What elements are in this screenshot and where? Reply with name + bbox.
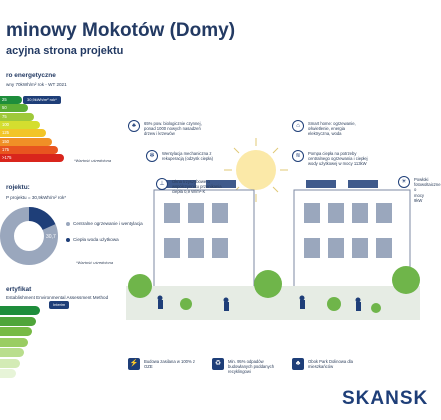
energy-subheading: wny 70kWh/m² rok - WT 2021: [6, 82, 67, 87]
bottom-feature-text: Min. 95% odpadów budowlanych poddanych r…: [228, 359, 275, 375]
recycle-icon: ♻: [212, 358, 224, 370]
energy-class-bar: 150: [0, 137, 52, 146]
thermometer-icon: ⊥: [156, 178, 168, 190]
page-title: minowy Mokotów (Domy): [6, 20, 236, 41]
feature-text: Powłoki fotowoltaiczne o mocy 9kW: [414, 177, 441, 203]
donut-ring-water: [28, 207, 56, 231]
solar-icon: ☀: [398, 176, 410, 188]
cert-rating-bar: [0, 337, 28, 347]
tree-icon: ♣: [128, 120, 140, 132]
energy-heading: ro energetyczne: [6, 72, 56, 79]
energy-class-label: 175: [2, 146, 9, 152]
energy-class-label: >175: [2, 155, 12, 161]
energy-class-label: 150: [2, 138, 9, 144]
cert-rating-bar: [0, 306, 40, 315]
energy-class-bar: 75: [0, 112, 34, 121]
legend-water: Ciepła woda użytkowa: [73, 237, 119, 242]
energy-class-label: 50: [2, 105, 7, 111]
feature-text: Okna trzyszybowe o współczynniku przenik…: [172, 179, 222, 195]
park-icon: ♣: [292, 358, 304, 370]
energy-class-bar: 100: [0, 120, 40, 129]
cert-rating-bar: [0, 327, 32, 336]
energy-class-bar: 50: [0, 104, 28, 113]
energy-class-label: 25: [2, 97, 7, 102]
fan-icon: ✻: [146, 150, 158, 162]
project-subheading: P projektu = 30,9kWh/m² rok*: [6, 195, 67, 200]
project-note: *Wartość uśredniona: [76, 260, 114, 265]
legend-swatch-water: [66, 238, 70, 242]
smart-home-icon: ⌂: [292, 120, 304, 132]
bottom-feature-text: Obok Park Dolinowa dla mieszkańców: [308, 359, 353, 370]
legend-swatch-heating: [66, 222, 70, 226]
bottom-feature-text: Budowa zasilana w 100% z OZE: [144, 359, 195, 370]
energy-class-bar: 125: [0, 129, 46, 138]
energy-class-bar: >175: [0, 154, 64, 163]
page-subtitle: acyjna strona projektu: [6, 45, 124, 57]
skanska-logo: SKANSK: [342, 388, 429, 409]
cert-rating-bar: [0, 369, 16, 378]
legend-heating: Centralne ogrzewanie i wentylacja: [73, 221, 143, 226]
feature-text: Smart home: ogrzewanie, oświetlenie, ene…: [308, 121, 356, 137]
energy-donut-chart: 30,7: [0, 207, 58, 265]
plug-icon: ⚡: [128, 358, 140, 370]
cert-rating-bar: [0, 348, 24, 357]
estate-illustration: [126, 138, 420, 320]
feature-text: Wentylacja mechaniczna z rekuperacją (od…: [162, 151, 213, 162]
energy-class-label: 100: [2, 121, 9, 127]
energy-class-bar: 175: [0, 145, 58, 154]
cert-rating-bar: [0, 358, 20, 368]
energy-class-label: 75: [2, 113, 7, 119]
energy-class-label: 125: [2, 130, 9, 136]
energy-marker: 30,9kWh/m² rok*: [23, 96, 61, 104]
energy-class-bar: 25: [0, 96, 22, 104]
cert-subheading: Establishment Environmental Assessment M…: [6, 295, 109, 300]
heat-pump-icon: ≋: [292, 150, 304, 162]
cert-heading: ertyfikat: [6, 286, 32, 293]
project-heading: rojektu:: [6, 184, 30, 191]
sun-icon: [236, 150, 276, 190]
donut-value: 30,7: [46, 234, 56, 240]
cert-rating-bar: [0, 316, 36, 326]
cert-level-badge: Interim: [49, 301, 70, 309]
feature-text: 65% pow. biologicznie czynnej, ponad 100…: [144, 121, 202, 137]
feature-text: Pompa ciepła na potrzeby centralnego ogr…: [308, 151, 368, 167]
energy-note: *Wartość uśredniona: [74, 158, 112, 163]
